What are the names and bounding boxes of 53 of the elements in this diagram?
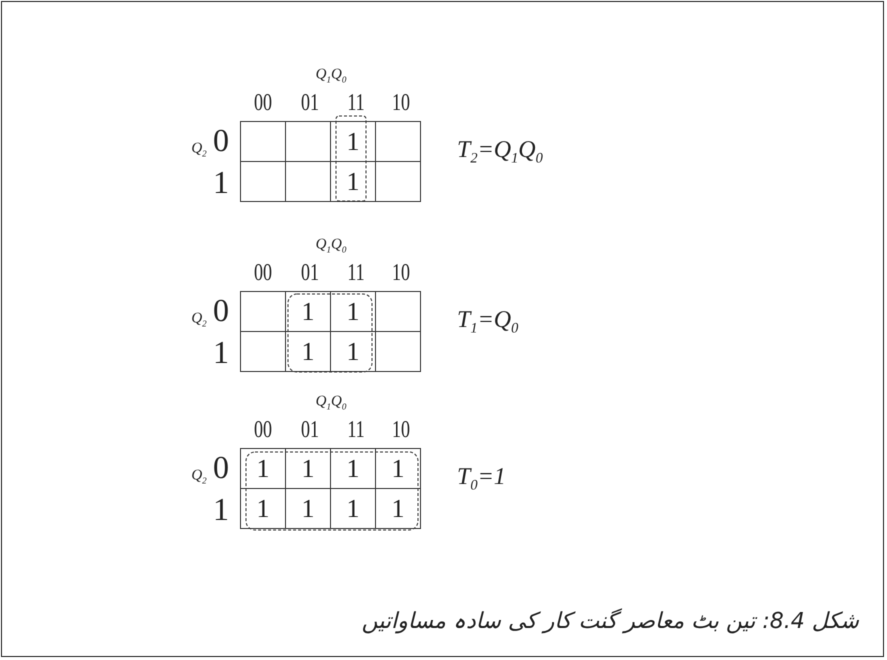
variable-label: Q$_{1}$Q$_{0}$	[316, 68, 346, 84]
equation: T$_{1}$=Q$_{0}$	[457, 308, 518, 336]
variable-label: Q$_{1}$Q$_{0}$	[316, 238, 346, 254]
kmap-cell	[375, 291, 421, 332]
row-label: 1	[213, 166, 229, 198]
kmap-cell	[375, 331, 421, 372]
kmap-cell	[240, 488, 286, 529]
cell-value: 1	[346, 168, 360, 194]
row-label: 1	[213, 493, 229, 525]
column-label: 11	[347, 261, 365, 285]
variable-label: Q$_{1}$Q$_{0}$	[316, 394, 346, 412]
cell-value: 1	[302, 456, 314, 482]
column-label: 00	[254, 91, 272, 115]
cell-value: 1	[346, 298, 360, 324]
kmap-cell	[240, 291, 286, 332]
kmap-cell	[375, 121, 421, 162]
row-label: 0	[213, 451, 229, 483]
kmap-cell	[240, 331, 286, 372]
kmap-cell	[240, 161, 286, 202]
cell-value: 1	[302, 298, 314, 324]
cell-value: 1	[346, 128, 360, 154]
equation: T$_{2}$=Q$_{1}$Q$_{0}$	[457, 138, 543, 166]
column-label: 00	[254, 418, 272, 442]
kmap-cell	[240, 121, 286, 162]
column-label: 00	[254, 261, 272, 285]
row-label: 1	[213, 336, 229, 368]
column-label: 01	[301, 91, 319, 115]
column-label: 01	[301, 261, 319, 285]
cell-value: 1	[346, 456, 360, 482]
variable-label: Q$_{2}$	[191, 142, 207, 158]
column-label: 11	[347, 418, 365, 442]
variable-label: Q$_{2}$	[191, 468, 207, 486]
column-label: 10	[392, 261, 410, 285]
column-label: 01	[301, 418, 319, 442]
cell-value: 1	[346, 338, 360, 364]
cell-value: 1	[346, 496, 360, 522]
cell-value: 1	[392, 496, 404, 522]
variable-label: Q$_{2}$	[191, 312, 207, 328]
kmap-cell	[240, 448, 286, 489]
kmap-cell	[375, 488, 421, 529]
equation: T$_{0}$=1	[457, 464, 506, 494]
cell-value: 1	[302, 338, 314, 364]
cell-value: 1	[256, 496, 270, 522]
row-label: 0	[213, 124, 229, 156]
column-label: 10	[392, 418, 410, 442]
cell-value: 1	[302, 496, 314, 522]
kmap-cell	[375, 448, 421, 489]
column-label: 11	[347, 91, 365, 115]
column-label: 10	[392, 91, 410, 115]
row-label: 0	[213, 294, 229, 326]
kmap-cell	[375, 161, 421, 202]
cell-value: 1	[392, 456, 404, 482]
cell-value: 1	[256, 456, 270, 482]
